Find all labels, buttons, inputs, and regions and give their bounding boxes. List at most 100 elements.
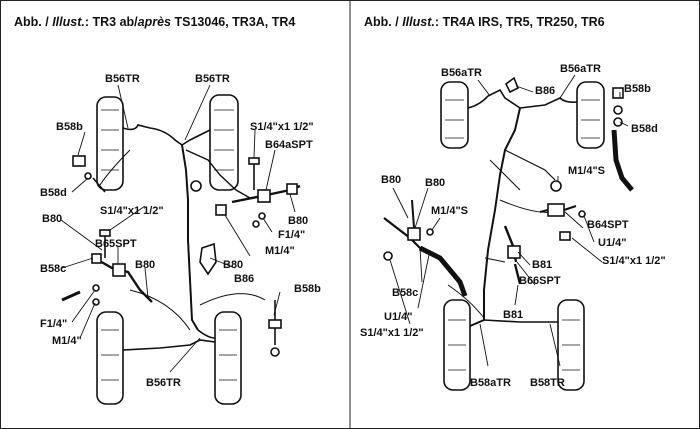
b58b-washer (613, 105, 623, 115)
label-b58b: B58b (294, 283, 321, 295)
front-left-hose (122, 124, 183, 146)
label-b86: B86 (234, 273, 254, 285)
f14-nut (258, 212, 266, 220)
b58b-nut (268, 319, 282, 329)
label-b66spt: B66SPT (519, 275, 561, 287)
b58c-nut (91, 253, 102, 264)
front-left-wheel (96, 96, 124, 191)
label-b58tr: B58TR (530, 377, 565, 389)
rear-left-wheel (96, 311, 124, 405)
front-left-hose (467, 88, 521, 109)
label-b80: B80 (425, 177, 445, 189)
label-b65spt: B65SPT (95, 238, 137, 250)
arrow-b58d (99, 149, 131, 186)
title-models-b: TS13046, TR3A, TR4 (171, 15, 296, 29)
title-models-a: : TR3 ab/ (84, 15, 138, 29)
label-b81: B81 (532, 259, 552, 271)
b64aspt-block (257, 189, 271, 203)
label-s14x112: S1/4"x1 1/2" (602, 255, 666, 267)
label-b58atr: B58aTR (470, 377, 511, 389)
right-panel-title: Abb. / Illust.: TR4A IRS, TR5, TR250, TR… (364, 15, 605, 29)
label-u14: U1/4" (384, 311, 412, 323)
front-right-hose (181, 129, 211, 146)
u14-washer (578, 210, 586, 218)
b58d-washer (613, 117, 623, 127)
b58b-nut (612, 87, 624, 99)
rear-hose (197, 329, 216, 339)
label-b64spt: B64SPT (587, 219, 629, 231)
b81-lower (513, 263, 522, 285)
m14-washer (92, 298, 100, 306)
label-b56atr: B56aTR (441, 67, 482, 79)
label-b80: B80 (288, 215, 308, 227)
b65spt-body (97, 258, 153, 303)
b80-union (407, 227, 421, 241)
front-right-hose (519, 97, 578, 109)
title-illust: Illust. (402, 15, 435, 29)
bolt-head-upper (248, 157, 260, 165)
left-panel-title: Abb. / Illust.: TR3 ab/après TS13046, TR… (14, 15, 295, 29)
front-union (190, 180, 202, 192)
label-u14: U1/4" (598, 237, 626, 249)
left-labels: B56TR B56TR B58b S1/4"x1 1/2" B64aSPT B5… (40, 73, 321, 389)
label-b58c: B58c (392, 287, 418, 299)
right-labels: B56aTR B56aTR B86 B58b B58d B80 B80 M1/4… (360, 63, 666, 389)
title-illust: Illust. (52, 15, 85, 29)
title-models: : TR4A IRS, TR5, TR250, TR6 (434, 15, 605, 29)
arrow-b65spt (129, 289, 191, 331)
main-brake-pipe (469, 107, 521, 327)
pipe-to-master (185, 149, 251, 199)
front-right-wheel (576, 81, 605, 149)
label-s14x112: S1/4"x1 1/2" (100, 205, 164, 217)
label-b80: B80 (42, 213, 62, 225)
label-b58d: B58d (40, 187, 67, 199)
b58b-washer (270, 347, 280, 357)
label-b80: B80 (223, 259, 243, 271)
right-leaders (389, 74, 629, 367)
front-left-wheel (440, 81, 469, 149)
nut-b58b (72, 155, 86, 167)
label-b58c: B58c (40, 263, 66, 275)
label-b58b: B58b (624, 83, 651, 95)
b65spt-block (112, 263, 126, 277)
f14-washer (92, 284, 100, 292)
label-f14: F1/4" (40, 318, 67, 330)
b66spt-block (507, 245, 521, 259)
label-b56tr: B56TR (105, 73, 140, 85)
main-brake-pipe (181, 144, 199, 331)
label-b80: B80 (381, 174, 401, 186)
arrow-a (489, 159, 521, 191)
arrow-d (484, 257, 506, 263)
washer (84, 172, 92, 180)
flex-hose (611, 129, 634, 192)
label-b64aspt: B64aSPT (265, 139, 313, 151)
title-apres: après (137, 15, 172, 29)
b64spt-arms (539, 205, 577, 213)
left-panel-drawing (61, 94, 301, 405)
b86-fitting (504, 76, 520, 94)
rear-axle-pipe (483, 319, 558, 323)
left-leaders (60, 84, 296, 373)
b64spt-tee (547, 203, 565, 217)
label-b81: B81 (503, 309, 523, 321)
label-f14: F1/4" (278, 229, 305, 241)
label-m14s: M1/4"S (568, 165, 605, 177)
label-m14: M1/4" (265, 245, 295, 257)
label-m14: M1/4" (52, 335, 82, 347)
rear-right-wheel (214, 311, 242, 405)
label-b86: B86 (535, 85, 555, 97)
label-b58d: B58d (631, 123, 658, 135)
label-b56atr: B56aTR (560, 63, 601, 75)
switch-bulb (550, 180, 562, 192)
label-b56tr: B56TR (146, 377, 181, 389)
m14-nut (252, 220, 260, 228)
title-prefix: Abb. / (14, 15, 53, 29)
arrow-b58b (199, 293, 266, 306)
short-pipe (92, 177, 106, 193)
bolt-head-lower (99, 229, 111, 237)
b80-nut-a (215, 204, 227, 216)
label-s14x112: S1/4"x1 1/2" (250, 121, 314, 133)
label-b56tr: B56TR (195, 73, 230, 85)
